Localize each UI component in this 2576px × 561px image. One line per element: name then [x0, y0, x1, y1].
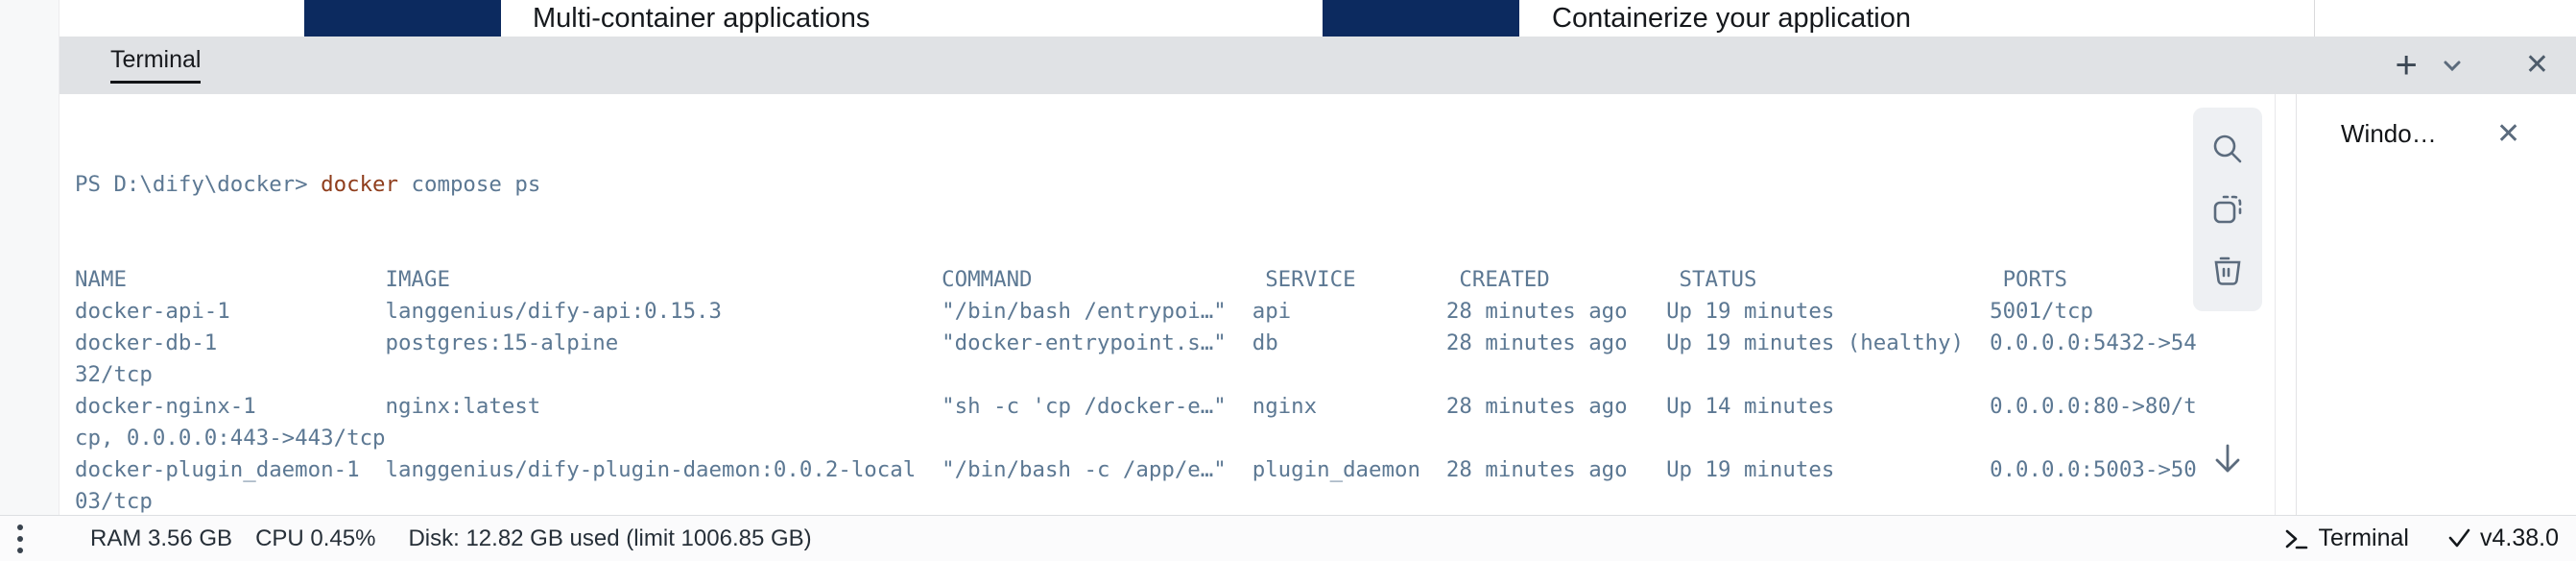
terminal-line: cp, 0.0.0.0:443->443/tcp [75, 426, 386, 451]
card-title-containerize: Containerize your application [1552, 3, 1911, 34]
terminal-line: NAME IMAGE COMMAND SERVICE CREATED STATU… [75, 267, 2067, 292]
app-version: v4.38.0 [2479, 524, 2559, 551]
disk-usage: Disk: 12.82 GB used (limit 1006.85 GB) [408, 524, 812, 551]
terminal-tab-bar: Terminal + ✕ [60, 37, 2576, 94]
side-panel-title: Windo… [2341, 119, 2437, 148]
terminal-pane[interactable]: PS D:\dify\docker> docker compose ps NAM… [60, 94, 2276, 515]
terminal-line: 03/tcp [75, 489, 153, 514]
command-args: compose ps [398, 172, 541, 197]
terminal-line: docker-plugin_daemon-1 langgenius/dify-p… [75, 457, 2197, 482]
terminal-line: 32/tcp [75, 362, 153, 387]
terminal-line: docker-db-1 postgres:15-alpine "docker-e… [75, 330, 2197, 355]
terminal-line: docker-nginx-1 nginx:latest "sh -c 'cp /… [75, 394, 2197, 419]
card-thumbnail-multi-container[interactable] [304, 0, 501, 37]
close-icon: ✕ [2496, 118, 2521, 150]
resource-stats: RAM 3.56 GB CPU 0.45% Disk: 12.82 GB use… [90, 516, 812, 561]
copy-button[interactable] [2208, 190, 2247, 229]
command-keyword: docker [321, 172, 399, 197]
search-icon [2213, 134, 2242, 163]
scroll-to-bottom-button[interactable] [2206, 438, 2249, 480]
tab-terminal-label: Terminal [110, 46, 202, 84]
arrow-down-icon [2215, 444, 2240, 473]
clear-terminal-button[interactable] [2208, 251, 2247, 289]
terminal-toolbar [2193, 108, 2262, 311]
side-panel: Windo… ✕ [2296, 94, 2576, 515]
close-terminal-button[interactable]: ✕ [2525, 51, 2549, 80]
update-check-icon [2448, 528, 2470, 547]
status-bar-right: Terminal v4.38.0 [2280, 516, 2559, 561]
terminal-toggle-label[interactable]: Terminal [2318, 524, 2409, 551]
ram-usage: RAM 3.56 GB [90, 524, 233, 551]
terminal-prompt-line: PS D:\dify\docker> docker compose ps [75, 169, 2197, 201]
chevron-down-icon [2444, 61, 2461, 72]
terminal-output: PS D:\dify\docker> docker compose ps NAM… [75, 106, 2197, 515]
tab-terminal[interactable]: Terminal [110, 46, 202, 88]
side-panel-close-button[interactable]: ✕ [2496, 117, 2520, 151]
card-thumbnail-containerize[interactable] [1323, 0, 1519, 37]
terminal-tab-actions: + ✕ [2396, 37, 2550, 94]
panel-divider [2314, 0, 2315, 37]
background-content: Multi-container applications Containeriz… [0, 0, 2576, 37]
terminal-prompt-icon[interactable] [2280, 524, 2309, 553]
copy-icon [2213, 195, 2242, 224]
close-icon: ✕ [2524, 49, 2549, 81]
search-button[interactable] [2208, 130, 2247, 168]
kebab-menu-icon[interactable] [17, 524, 25, 553]
trash-icon [2214, 256, 2241, 285]
new-terminal-button[interactable]: + [2396, 46, 2418, 85]
terminal-dropdown-button[interactable] [2439, 52, 2466, 79]
plus-icon: + [2395, 44, 2418, 86]
card-title-multi-container: Multi-container applications [533, 3, 871, 34]
status-bar: RAM 3.56 GB CPU 0.45% Disk: 12.82 GB use… [0, 515, 2576, 561]
prompt-text: PS D:\dify\docker> [75, 172, 322, 197]
terminal-line: docker-api-1 langgenius/dify-api:0.15.3 … [75, 299, 2093, 324]
window-left-edge [0, 0, 60, 515]
cpu-usage: CPU 0.45% [255, 524, 376, 551]
